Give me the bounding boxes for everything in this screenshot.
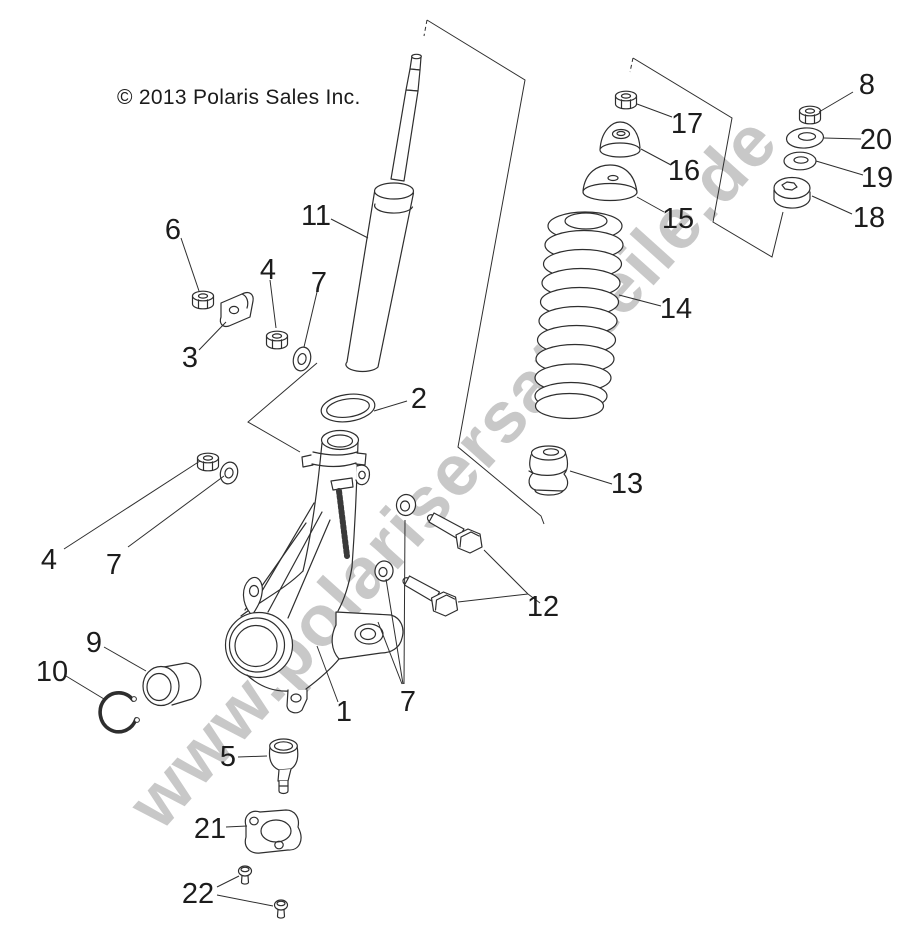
- hex-nut: [191, 290, 215, 310]
- lock-nut: [614, 90, 638, 110]
- spring-retainer: [582, 164, 638, 202]
- part-label-1: 1: [336, 696, 352, 728]
- group-outline-line: [629, 57, 634, 73]
- cupped-washer: [785, 127, 825, 149]
- part-label-4: 4: [260, 254, 276, 286]
- leader-line-19: [815, 160, 864, 176]
- part-label-19: 19: [861, 162, 893, 194]
- leader-line-2: [373, 400, 408, 412]
- part-label-7: 7: [311, 267, 327, 299]
- part-label-21: 21: [194, 813, 226, 845]
- leader-line-18: [811, 195, 853, 215]
- part-label-3: 3: [182, 342, 198, 374]
- part-label-16: 16: [668, 155, 700, 187]
- clamp-bracket: [219, 291, 254, 328]
- part-label-17: 17: [671, 108, 703, 140]
- leader-line-12: [457, 593, 529, 603]
- part-label-13: 13: [611, 468, 643, 500]
- ball-joint: [268, 738, 299, 795]
- leader-line-7: [377, 621, 403, 685]
- leader-line-7: [127, 475, 225, 548]
- group-outline-line: [423, 19, 428, 37]
- part-label-10: 10: [36, 656, 68, 688]
- leader-line-5: [237, 755, 268, 758]
- hex-nut: [265, 330, 289, 350]
- leader-line-13: [569, 470, 613, 485]
- bump-stop: [528, 445, 569, 496]
- part-label-9: 9: [86, 627, 102, 659]
- leader-line-15: [636, 196, 665, 213]
- part-label-5: 5: [220, 741, 236, 773]
- part-label-22: 22: [182, 878, 214, 910]
- part-label-2: 2: [411, 383, 427, 415]
- o-ring: [320, 393, 376, 423]
- leader-line-7: [385, 578, 404, 685]
- part-label-11: 11: [301, 200, 331, 232]
- leader-line-4: [269, 279, 277, 329]
- shock-mount-cup: [599, 121, 641, 158]
- part-label-18: 18: [853, 202, 885, 234]
- part-label-14: 14: [660, 293, 692, 325]
- leader-line-3: [198, 321, 227, 351]
- hex-nut: [196, 452, 220, 472]
- hex-bolt: [402, 575, 459, 617]
- part-label-15: 15: [662, 203, 694, 235]
- group-outline-line: [426, 19, 545, 525]
- flat-washer: [395, 493, 417, 517]
- leader-line-7: [403, 519, 406, 685]
- leader-line-11: [330, 218, 369, 239]
- spacer-washer: [773, 176, 811, 209]
- strut-shock-absorber: [345, 53, 422, 373]
- flat-washer: [374, 560, 394, 582]
- leader-line-22: [216, 894, 274, 907]
- leader-line-4: [63, 460, 201, 550]
- leader-line-8: [818, 91, 854, 113]
- mounting-plate: [244, 809, 302, 854]
- leader-line-1: [316, 645, 339, 703]
- leader-line-14: [618, 294, 662, 307]
- leader-line-12: [483, 549, 529, 595]
- part-label-7: 7: [400, 686, 416, 718]
- part-label-4: 4: [41, 544, 57, 576]
- copyright-text: © 2013 Polaris Sales Inc.: [117, 86, 361, 109]
- part-label-12: 12: [527, 591, 559, 623]
- leader-line-22: [216, 875, 240, 888]
- leader-line-9: [103, 646, 147, 672]
- part-label-7: 7: [106, 549, 122, 581]
- steering-knuckle: [224, 429, 404, 714]
- flat-washer: [219, 461, 239, 485]
- screw: [273, 899, 289, 919]
- coil-spring: [534, 211, 624, 420]
- flat-washer: [292, 346, 312, 372]
- snap-ring: [98, 691, 140, 734]
- leader-line-20: [823, 137, 862, 140]
- leader-line-16: [640, 148, 672, 166]
- leader-line-21: [225, 825, 248, 828]
- screw: [237, 865, 253, 885]
- bushing: [142, 662, 202, 707]
- hex-bolt: [426, 512, 483, 554]
- leader-line-12: [527, 593, 541, 604]
- part-label-6: 6: [165, 214, 181, 246]
- leader-line-10: [65, 675, 105, 700]
- lock-nut: [798, 105, 822, 125]
- group-outline-line: [247, 362, 318, 453]
- group-outline-line: [632, 57, 784, 258]
- leader-line-17: [636, 103, 673, 118]
- flat-washer: [783, 151, 817, 171]
- leader-line-6: [180, 237, 200, 292]
- part-label-20: 20: [860, 124, 892, 156]
- leader-line-7: [303, 291, 318, 348]
- part-label-8: 8: [859, 69, 875, 101]
